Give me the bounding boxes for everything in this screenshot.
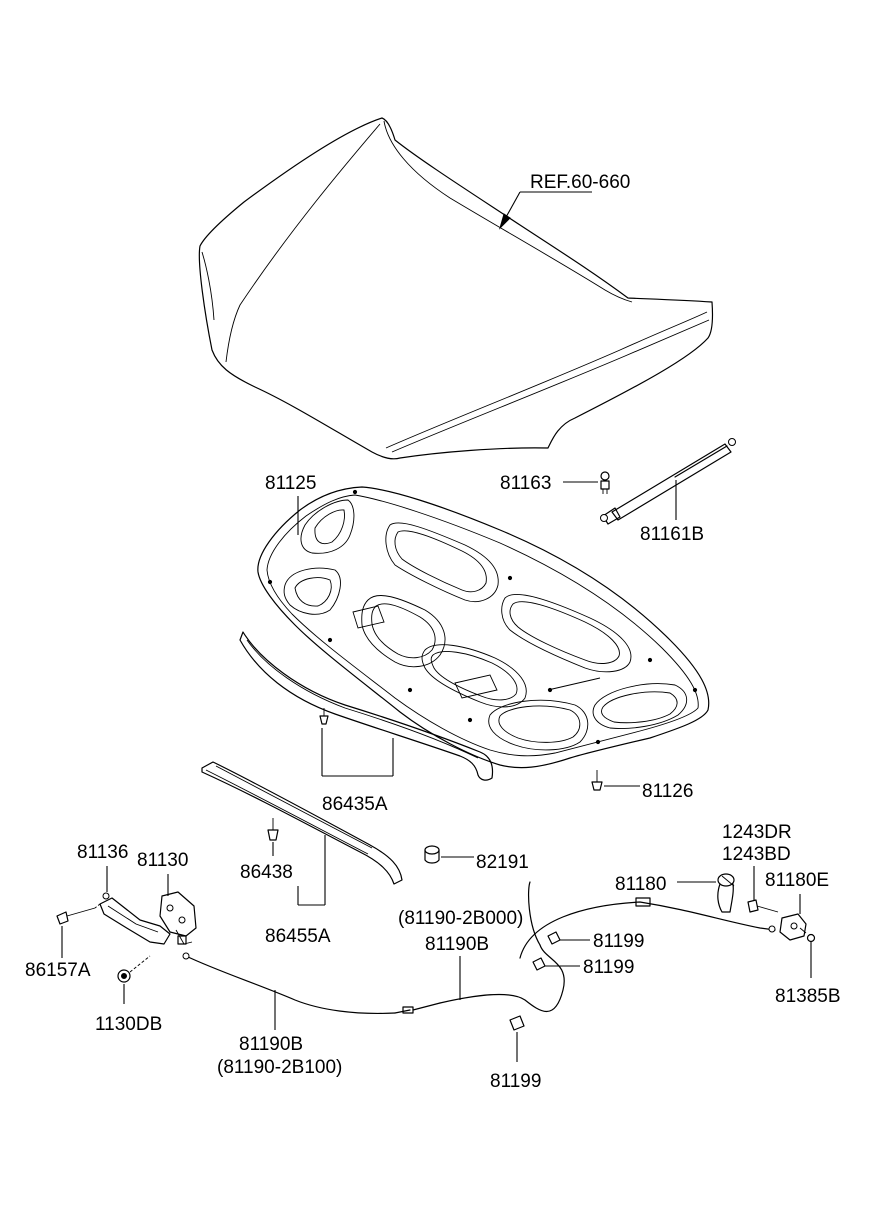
label-81199-a: 81199 [593, 931, 644, 952]
label-81385B: 81385B [775, 986, 841, 1007]
clip-86435A[interactable] [319, 708, 329, 725]
callout-86435A[interactable]: 86435A [321, 728, 394, 815]
label-81163: 81163 [500, 473, 551, 494]
label-86438: 86438 [240, 862, 293, 883]
weatherstrip-86435A[interactable] [239, 631, 494, 781]
latch-bracket-81136[interactable] [99, 892, 171, 945]
callout-ref-hood[interactable]: REF.60-660 [498, 172, 630, 230]
callout-81199-a[interactable]: 81199 [560, 931, 644, 952]
hood-lift-support[interactable] [600, 438, 736, 525]
seal-86455A[interactable] [201, 761, 403, 885]
label-81130: 81130 [137, 850, 188, 871]
cable-clip-81199-a[interactable] [547, 931, 561, 945]
callout-81190B-top[interactable]: (81190-2B000) 81190B [398, 908, 523, 1000]
callout-81199-c[interactable]: 81199 [490, 1032, 541, 1092]
callout-81163[interactable]: 81163 [500, 473, 598, 494]
hood-insulator[interactable] [257, 486, 710, 769]
bumper-82191[interactable] [424, 845, 440, 864]
label-1243BD: 1243BD [722, 844, 791, 865]
callout-86438[interactable]: 86438 86455A [240, 835, 331, 947]
label-1130DB: 1130DB [95, 1014, 162, 1035]
label-81136: 81136 [77, 842, 128, 863]
label-81190B-top: 81190B [425, 934, 489, 955]
screw-1243BD[interactable] [747, 899, 779, 913]
callout-81180[interactable]: 81180 [615, 874, 716, 895]
callout-81180E[interactable]: 81180E [765, 870, 829, 914]
cable-clip-81199-c[interactable] [509, 1015, 525, 1031]
label-81199-c: 81199 [490, 1071, 541, 1092]
hood-panel[interactable] [198, 117, 714, 460]
label-86435A: 86435A [322, 794, 388, 815]
clip-81126[interactable] [591, 770, 603, 791]
hood-latch-81130[interactable] [159, 891, 197, 945]
clip-86438[interactable] [267, 818, 279, 841]
arrow-head [498, 213, 511, 230]
release-cable-81190B[interactable] [182, 881, 776, 1015]
label-81199-b: 81199 [583, 957, 634, 978]
release-handle-81180[interactable] [717, 873, 735, 913]
callout-81125[interactable]: 81125 [265, 473, 316, 535]
label-81190-2B100: (81190-2B100) [217, 1057, 342, 1078]
bolt-86157A[interactable] [56, 903, 101, 925]
callout-86157A[interactable]: 86157A [25, 926, 91, 981]
callout-81385B[interactable]: 81385B [775, 942, 841, 1007]
ball-stud-81163[interactable] [600, 471, 610, 494]
label-81126: 81126 [642, 781, 693, 802]
callout-1130DB[interactable]: 1130DB [95, 984, 162, 1035]
callout-81199-b[interactable]: 81199 [545, 957, 634, 978]
label-86157A: 86157A [25, 960, 91, 981]
cable-clip-81199-b[interactable] [532, 957, 546, 971]
nut-81385B[interactable] [799, 927, 816, 943]
label-81190-2B000: (81190-2B000) [398, 908, 523, 929]
label-1243DR: 1243DR [722, 822, 792, 843]
callout-81130[interactable]: 81130 [137, 850, 188, 896]
callout-81190B-bottom[interactable]: 81190B (81190-2B100) [217, 990, 342, 1078]
label-ref-60-660: REF.60-660 [530, 172, 630, 193]
callout-82191[interactable]: 82191 [441, 852, 529, 873]
label-81190B-bottom: 81190B [239, 1034, 303, 1055]
label-82191: 82191 [476, 852, 529, 873]
label-81180: 81180 [615, 874, 666, 895]
callout-81136[interactable]: 81136 [77, 842, 128, 892]
callout-1243DR-1243BD[interactable]: 1243DR 1243BD [722, 822, 792, 900]
handle-bracket-81180E[interactable] [779, 913, 807, 941]
label-81180E: 81180E [765, 870, 829, 891]
callout-81126[interactable]: 81126 [604, 781, 693, 802]
label-86455A: 86455A [265, 926, 331, 947]
label-81161B: 81161B [640, 524, 704, 545]
label-81125: 81125 [265, 473, 316, 494]
nut-1130DB[interactable] [117, 955, 151, 983]
callout-81161B[interactable]: 81161B [640, 480, 704, 545]
